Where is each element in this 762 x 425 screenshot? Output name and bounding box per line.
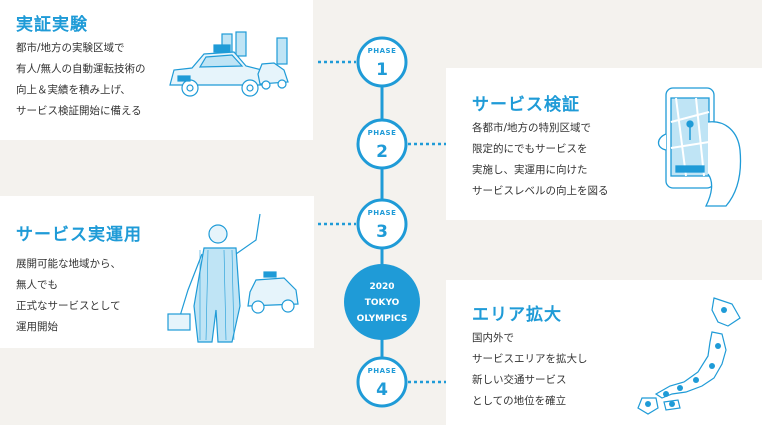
phase-label: PHASE [368, 129, 397, 137]
smartphone-map-icon [657, 87, 742, 207]
phase-number: 3 [376, 222, 388, 242]
phase-number: 1 [376, 60, 388, 80]
card-line: サービスエリアを拡大し [472, 353, 588, 365]
phase-label: PHASE [368, 47, 397, 55]
card-line: 新しい交通サービス [472, 374, 567, 386]
card-line: 向上＆実績を積み上げ、 [16, 84, 131, 96]
olympics-node: 2020 TOKYO OLYMPICS [344, 264, 420, 340]
businessman-hailing-taxi-icon [167, 213, 299, 343]
card-line: 都市/地方の実験区域で [16, 42, 125, 54]
card-title: 実証実験 [16, 15, 88, 35]
card-line: 正式なサービスとして [16, 300, 121, 312]
card-phase4: エリア拡大 国内外で サービスエリアを拡大し 新しい交通サービス としての地位を… [446, 280, 762, 425]
card-line: 実施し、実運用に向けた [472, 164, 588, 176]
card-line: サービスレベルの向上を図る [472, 185, 609, 197]
card-line: サービス検証開始に備える [16, 105, 142, 117]
card-title: サービス実運用 [16, 225, 142, 245]
card-line: 展開可能な地域から、 [16, 258, 121, 270]
olympics-event: OLYMPICS [357, 314, 408, 324]
card-line: 限定的にでもサービスを [472, 143, 588, 155]
phase-node-4: PHASE 4 [356, 356, 408, 408]
card-title: エリア拡大 [472, 305, 562, 325]
card-phase3: サービス実運用 展開可能な地域から、 無人でも 正式なサービスとして 運用開始 [0, 196, 314, 348]
card-line: 各都市/地方の特別区域で [472, 122, 592, 134]
card-line: 運用開始 [16, 321, 58, 333]
phase-node-1: PHASE 1 [356, 36, 408, 88]
olympics-year: 2020 [369, 282, 394, 292]
phase-number: 4 [376, 380, 388, 400]
card-line: 国内外で [472, 332, 514, 344]
card-description: 各都市/地方の特別区域で 限定的にでもサービスを 実施し、実運用に向けた サービ… [472, 118, 609, 202]
phase-label: PHASE [368, 367, 397, 375]
card-line: としての地位を確立 [472, 395, 567, 407]
olympics-city: TOKYO [365, 298, 400, 308]
card-phase1: 実証実験 都市/地方の実験区域で 有人/無人の自動運転技術の 向上＆実績を積み上… [0, 0, 313, 140]
phase-number: 2 [376, 142, 388, 162]
japan-map-icon [637, 297, 741, 415]
card-line: 無人でも [16, 279, 58, 291]
card-line: 有人/無人の自動運転技術の [16, 63, 146, 75]
card-description: 国内外で サービスエリアを拡大し 新しい交通サービス としての地位を確立 [472, 328, 588, 412]
phase-label: PHASE [368, 209, 397, 217]
card-phase2: サービス検証 各都市/地方の特別区域で 限定的にでもサービスを 実施し、実運用に… [446, 68, 762, 220]
card-title: サービス検証 [472, 95, 580, 115]
phase-node-2: PHASE 2 [356, 118, 408, 170]
phase-node-3: PHASE 3 [356, 198, 408, 250]
taxi-illustration-icon [169, 31, 289, 97]
card-description: 展開可能な地域から、 無人でも 正式なサービスとして 運用開始 [16, 254, 121, 338]
card-description: 都市/地方の実験区域で 有人/無人の自動運転技術の 向上＆実績を積み上げ、 サー… [16, 38, 146, 122]
